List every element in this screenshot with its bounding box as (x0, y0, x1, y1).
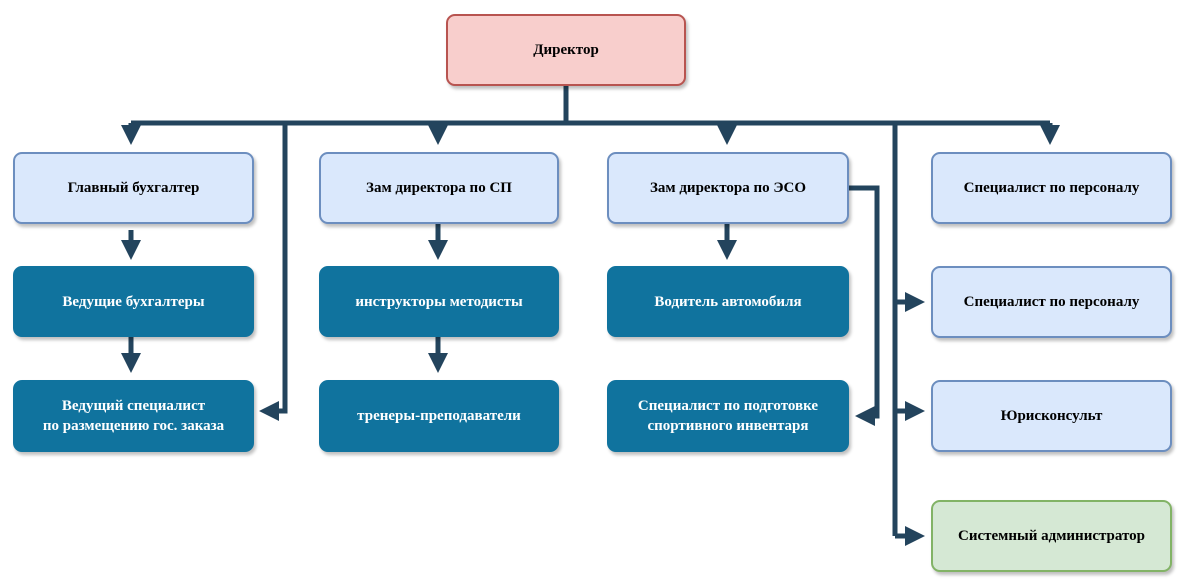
node-driver: Водитель автомобиля (607, 266, 849, 337)
node-leading-specialist: Ведущий специалист по размещению гос. за… (13, 380, 254, 452)
node-hr-2-label: Специалист по персоналу (963, 294, 1140, 310)
node-director-label: Директор (533, 42, 599, 58)
node-hr-1-label: Специалист по персоналу (963, 180, 1140, 196)
node-instructors: инструкторы методисты (319, 266, 559, 337)
node-instructors-label: инструкторы методисты (355, 293, 523, 310)
node-hr-2: Специалист по персоналу (931, 266, 1172, 338)
node-sports-equipment-label: Специалист по подготовке спортивного инв… (637, 398, 819, 434)
node-sports-equipment: Специалист по подготовке спортивного инв… (607, 380, 849, 452)
node-deputy-sp: Зам директора по СП (319, 152, 559, 224)
node-leading-specialist-label: Ведущий специалист по размещению гос. за… (42, 398, 225, 434)
node-lawyer-label: Юрисконсульт (1000, 408, 1103, 424)
node-sysadmin-label: Системный администратор (957, 528, 1146, 544)
node-chief-accountant: Главный бухгалтер (13, 152, 254, 224)
node-deputy-eso-label: Зам директора по ЭСО (649, 180, 807, 196)
node-hr-1: Специалист по персоналу (931, 152, 1172, 224)
node-trainers-label: тренеры-преподаватели (357, 408, 521, 424)
arrow-to-leading-specialist (259, 123, 288, 421)
node-leading-accountants-label: Ведущие бухгалтеры (62, 293, 205, 310)
node-chief-accountant-label: Главный бухгалтер (67, 180, 200, 196)
node-driver-label: Водитель автомобиля (654, 293, 802, 310)
arrow-to-sports-equipment (849, 185, 880, 426)
node-leading-accountants: Ведущие бухгалтеры (13, 266, 254, 337)
node-lawyer: Юрисконсульт (931, 380, 1172, 452)
node-director: Директор (446, 14, 686, 86)
node-deputy-eso: Зам директора по ЭСО (607, 152, 849, 224)
node-deputy-sp-label: Зам директора по СП (366, 180, 512, 196)
node-trainers: тренеры-преподаватели (319, 380, 559, 452)
node-sysadmin: Системный администратор (931, 500, 1172, 572)
